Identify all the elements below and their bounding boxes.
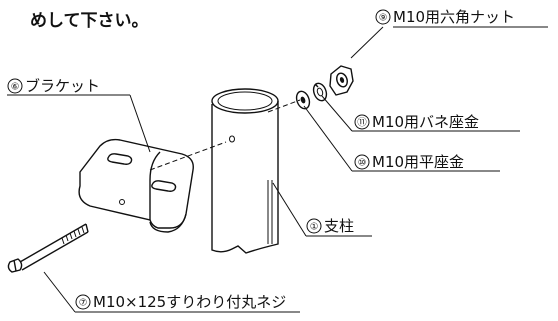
leader-bracket xyxy=(129,94,151,153)
instruction-text: めして下さい。 xyxy=(30,11,149,31)
label-flat-washer: ⑩ M10用平座金 xyxy=(352,153,500,172)
label-hex-nut-number: ⑨ xyxy=(379,13,388,24)
label-hex-nut: ⑨ M10用六角ナット xyxy=(375,8,548,28)
label-hex-nut-text: M10用六角ナット xyxy=(393,8,515,26)
label-spring-washer-text: M10用バネ座金 xyxy=(372,113,479,131)
axis-line-right xyxy=(267,99,301,113)
label-spring-washer-number: ⑪ xyxy=(357,118,367,129)
label-bracket-number: ⑥ xyxy=(11,82,20,93)
label-post: ① 支柱 xyxy=(306,217,372,237)
label-flat-washer-number: ⑩ xyxy=(358,158,367,169)
leader-hex-nut xyxy=(350,26,384,59)
label-screw: ⑦ M10×125すりわり付丸ネジ xyxy=(75,293,300,313)
label-bracket-text: ブラケット xyxy=(25,77,100,95)
leader-spring-washer xyxy=(321,95,353,132)
leader-flat-washer xyxy=(303,105,353,172)
flat-washer xyxy=(295,90,311,110)
label-flat-washer-text: M10用平座金 xyxy=(372,153,464,171)
spring-washer xyxy=(312,82,328,102)
post-pipe xyxy=(211,88,279,254)
hex-nut xyxy=(329,65,354,96)
round-head-screw xyxy=(7,223,89,273)
label-spring-washer: ⑪ M10用バネ座金 xyxy=(352,113,520,132)
label-post-number: ① xyxy=(310,222,319,233)
label-post-text: 支柱 xyxy=(324,217,354,235)
label-screw-number: ⑦ xyxy=(79,298,88,309)
label-screw-text: M10×125すりわり付丸ネジ xyxy=(93,293,286,311)
leader-screw xyxy=(43,271,76,313)
bracket xyxy=(78,138,194,233)
label-bracket: ⑥ ブラケット xyxy=(7,77,130,96)
